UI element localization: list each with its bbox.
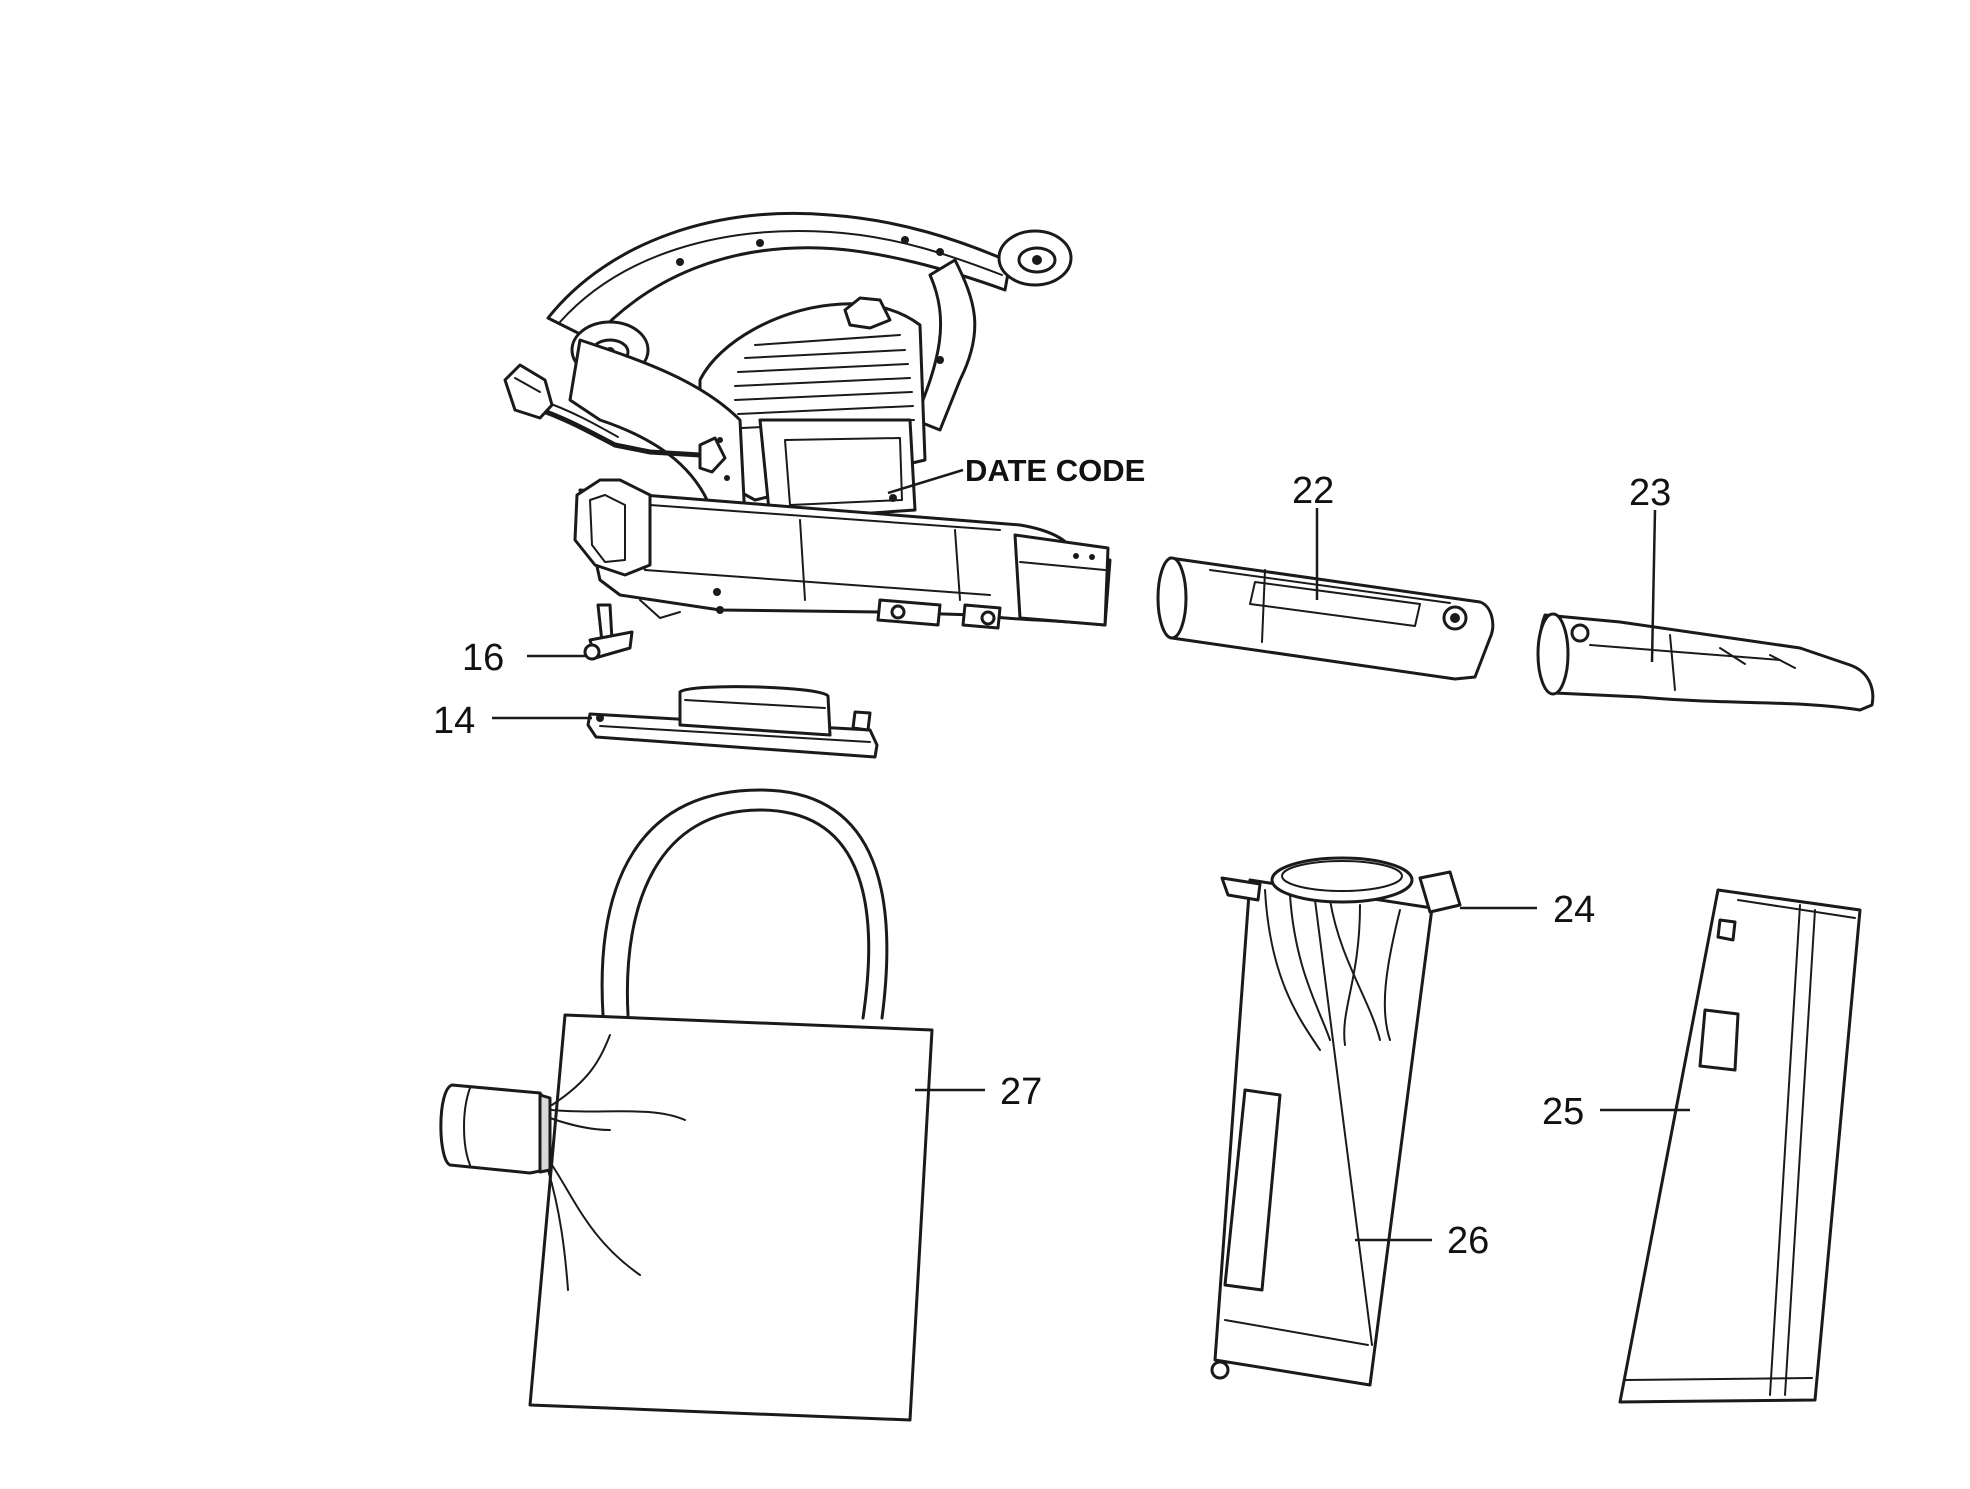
part-23-number: 23 xyxy=(1629,472,1671,514)
part-25-tube-cover xyxy=(1618,888,1862,1404)
part-27-number: 27 xyxy=(1000,1071,1042,1113)
blower-main-unit xyxy=(503,211,1112,630)
date-code-label: DATE CODE xyxy=(965,453,1145,488)
part-24-tube-collar xyxy=(1220,856,1462,914)
part-22-number: 22 xyxy=(1292,470,1334,512)
part-22-callout: 22 xyxy=(1292,470,1334,600)
part-23-nozzle xyxy=(1536,612,1875,712)
part-14-callout: 14 xyxy=(433,700,592,742)
part-14-number: 14 xyxy=(433,700,475,742)
part-27-collection-bag xyxy=(439,788,934,1422)
part-24-callout: 24 xyxy=(1460,889,1595,931)
part-16-clip xyxy=(583,603,634,661)
part-27-callout: 27 xyxy=(915,1071,1042,1113)
part-25-callout: 25 xyxy=(1542,1091,1690,1133)
part-26-vacuum-tube xyxy=(1210,878,1434,1387)
part-23-callout: 23 xyxy=(1629,472,1671,663)
part-16-number: 16 xyxy=(462,637,504,679)
date-code-callout: DATE CODE xyxy=(887,453,1145,495)
part-22-blower-tube xyxy=(1156,556,1495,681)
part-25-number: 25 xyxy=(1542,1091,1584,1133)
part-16-callout: 16 xyxy=(462,637,585,679)
part-26-number: 26 xyxy=(1447,1220,1489,1262)
part-14-base-plate xyxy=(586,685,879,759)
part-24-number: 24 xyxy=(1553,889,1595,931)
part-26-callout: 26 xyxy=(1355,1220,1489,1262)
